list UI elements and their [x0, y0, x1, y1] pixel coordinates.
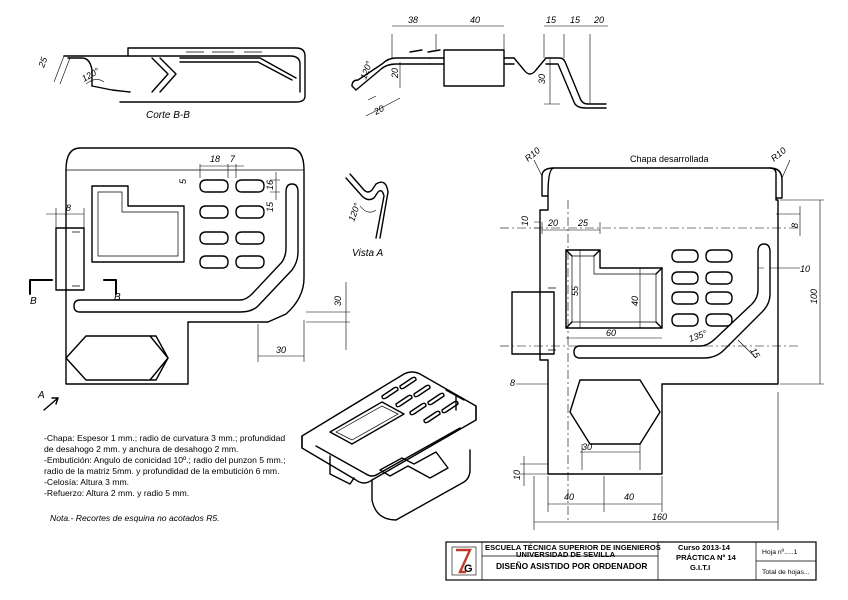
- svg-text:30: 30: [276, 345, 286, 355]
- svg-text:18: 18: [210, 154, 220, 164]
- view-a-caption: Vista A: [352, 248, 383, 259]
- plan-view: 18 7 5 16 15 8 30 30 B B A: [29, 147, 350, 411]
- isometric-view: [301, 371, 477, 521]
- practice-number: PRÁCTICA Nº 14: [676, 553, 737, 562]
- svg-text:B: B: [114, 292, 121, 303]
- section-b-b-caption: Corte B-B: [146, 110, 190, 121]
- svg-text:15: 15: [570, 15, 581, 25]
- svg-text:R10: R10: [769, 145, 788, 163]
- developed-sheet-caption: Chapa desarrollada: [630, 154, 709, 164]
- school-name: ESCUELA TÉCNICA SUPERIOR DE INGENIEROS: [485, 543, 661, 552]
- svg-text:100: 100: [809, 289, 819, 304]
- note-line-1: -Chapa: Espesor 1 mm.; radio de curvatur…: [44, 433, 285, 443]
- svg-text:60: 60: [606, 328, 616, 338]
- svg-text:20: 20: [390, 68, 400, 79]
- svg-text:5: 5: [178, 178, 188, 184]
- svg-text:A: A: [37, 390, 45, 401]
- note-line-6: -Refuerzo: Altura 2 mm. y radio 5 mm.: [44, 488, 189, 498]
- section-b-b-view: 25 120° Corte B-B: [36, 47, 306, 121]
- svg-text:8: 8: [510, 378, 515, 388]
- svg-text:R10: R10: [523, 145, 542, 163]
- svg-text:15: 15: [265, 201, 275, 212]
- notes-block: -Chapa: Espesor 1 mm.; radio de curvatur…: [44, 433, 286, 523]
- svg-text:120°: 120°: [346, 201, 362, 222]
- svg-text:8: 8: [790, 223, 800, 228]
- svg-text:20: 20: [371, 103, 385, 117]
- university-name: UNIVERSIDAD DE SEVILLA: [516, 550, 616, 559]
- svg-text:135°: 135°: [687, 328, 708, 344]
- louver-grid-iso: [381, 376, 459, 424]
- svg-text:15: 15: [748, 346, 762, 361]
- total-sheets: Total de hojas...: [762, 569, 810, 576]
- svg-text:25: 25: [36, 55, 50, 70]
- svg-text:20: 20: [547, 218, 558, 228]
- svg-text:15: 15: [546, 15, 557, 25]
- title-block: G ESCUELA TÉCNICA SUPERIOR DE INGENIEROS…: [445, 541, 817, 581]
- view-a: 120° Vista A: [345, 173, 389, 259]
- svg-text:30: 30: [333, 296, 343, 306]
- svg-text:B: B: [30, 296, 37, 307]
- note-line-3: -Embutición: Angulo de conicidad 10º.; r…: [44, 455, 286, 465]
- svg-text:8: 8: [66, 203, 71, 213]
- svg-text:16: 16: [265, 180, 275, 190]
- note-line-2: de desahogo 2 mm. y anchura de desahogo …: [44, 444, 238, 454]
- university-logo: G: [451, 546, 477, 576]
- note-line-5: -Celosía: Altura 3 mm.: [44, 477, 129, 487]
- svg-text:10: 10: [512, 470, 522, 480]
- svg-text:25: 25: [577, 218, 589, 228]
- degree-name: G.I.T.I: [690, 563, 710, 572]
- svg-text:40: 40: [630, 296, 640, 306]
- sheet-number: Hoja nº.....1: [762, 549, 798, 556]
- svg-text:7: 7: [230, 154, 236, 164]
- course-year: Curso 2013-14: [678, 543, 731, 552]
- louver-grid-developed: [671, 249, 733, 327]
- svg-text:160: 160: [652, 512, 667, 522]
- footnote: Nota.- Recortes de esquina no acotados R…: [50, 513, 220, 523]
- svg-text:55: 55: [570, 285, 580, 296]
- louver-grid-plan: [199, 179, 265, 269]
- svg-text:G: G: [464, 563, 473, 575]
- svg-text:30: 30: [582, 442, 592, 452]
- svg-text:40: 40: [470, 15, 480, 25]
- side-view: 38 40 15 15 20 30 20 20 120°: [351, 15, 608, 117]
- svg-text:40: 40: [624, 492, 634, 502]
- note-line-4: radio de la matriz 5mm. y profundidad de…: [44, 466, 279, 476]
- svg-text:10: 10: [520, 216, 530, 226]
- svg-text:10: 10: [800, 264, 810, 274]
- subject-name: DISEÑO ASISTIDO POR ORDENADOR: [496, 561, 647, 571]
- svg-text:38: 38: [408, 15, 418, 25]
- svg-text:30: 30: [537, 74, 547, 84]
- svg-text:20: 20: [593, 15, 604, 25]
- svg-text:40: 40: [564, 492, 574, 502]
- developed-sheet-view: Chapa desarrollada 10 20 25 55: [500, 145, 824, 530]
